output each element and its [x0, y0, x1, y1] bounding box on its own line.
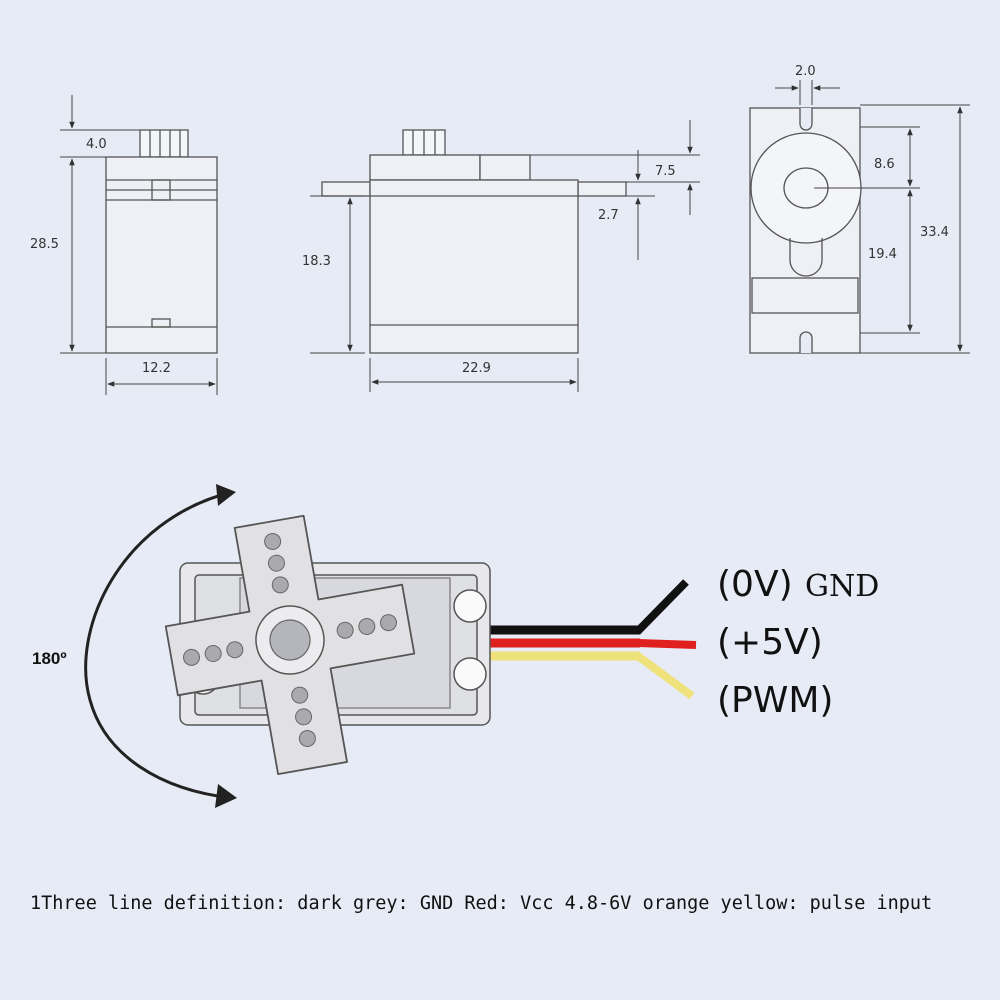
label-gnd-name: GND	[805, 569, 879, 604]
label-gnd-voltage: (0V)	[717, 564, 793, 605]
dim-bottom-center-bottom: 19.4	[868, 247, 897, 262]
dim-side-top-offset: 7.5	[655, 164, 676, 179]
wire-bundle	[490, 579, 697, 700]
side-mount-tab-right	[577, 181, 627, 197]
dim-front-top: 4.0	[86, 137, 107, 152]
dim-bottom-total: 33.4	[920, 225, 949, 240]
wire-definition-caption: 1Three line definition: dark grey: GND R…	[30, 893, 933, 914]
servo-horn	[164, 514, 416, 776]
rotation-arrowhead-top	[216, 484, 236, 506]
rotation-arc	[84, 490, 233, 800]
horn-screw	[269, 619, 311, 661]
side-view	[321, 129, 627, 354]
dim-side-tab-offset: 2.7	[598, 208, 619, 223]
label-vcc: (+5V)	[717, 622, 823, 663]
mount-hole-right-bottom	[453, 657, 487, 691]
label-pwm: (PWM)	[717, 680, 833, 721]
dim-side-width: 22.9	[462, 361, 491, 376]
front-view	[105, 129, 218, 354]
bottom-dimensions	[775, 80, 970, 354]
side-mount-tab-left	[321, 181, 371, 197]
rotation-arrowhead-bottom	[215, 784, 237, 808]
side-dimensions	[310, 120, 700, 392]
dim-side-tab-height: 18.3	[302, 254, 331, 269]
bottom-view	[749, 107, 862, 354]
dim-front-width: 12.2	[142, 361, 171, 376]
dim-front-height: 28.5	[30, 237, 59, 252]
side-body	[369, 179, 579, 354]
dim-bottom-slot: 2.0	[795, 64, 816, 79]
front-shaft-spline	[139, 129, 189, 158]
mount-hole-right-top	[453, 589, 487, 623]
front-dimensions	[60, 95, 218, 395]
rotation-angle-label: 180º	[32, 649, 67, 668]
front-body	[105, 156, 218, 354]
dim-bottom-hole-center: 8.6	[874, 157, 895, 172]
